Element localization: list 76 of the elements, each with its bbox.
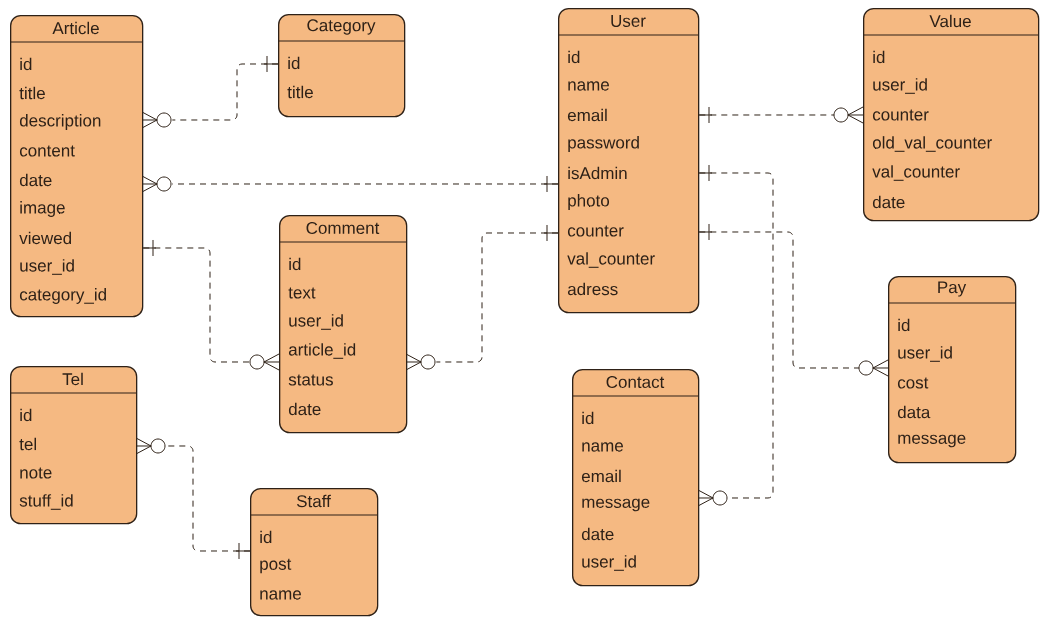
field-name: user_id bbox=[20, 259, 74, 275]
field-name: id bbox=[260, 530, 272, 544]
relationship-line bbox=[697, 223, 889, 377]
entity-table bbox=[9, 366, 138, 525]
field-name: title bbox=[19, 86, 45, 100]
table-title: Article bbox=[52, 21, 99, 35]
field-name: counter bbox=[872, 109, 929, 121]
table-title: Contact bbox=[606, 375, 665, 388]
field-name: old_val_counter bbox=[872, 136, 992, 152]
field-name: password bbox=[568, 136, 639, 152]
field-name: tel bbox=[19, 437, 36, 451]
field-name: note bbox=[20, 467, 52, 479]
field-name: val_counter bbox=[872, 165, 960, 181]
relationship-line bbox=[697, 106, 864, 124]
table-title: Tel bbox=[62, 372, 83, 386]
field-name: article_id bbox=[288, 343, 356, 359]
field-name: date bbox=[872, 195, 905, 209]
field-name: id bbox=[873, 50, 885, 64]
field-name: content bbox=[19, 145, 75, 157]
table-title: Value bbox=[929, 14, 971, 28]
field-name: date bbox=[288, 402, 321, 416]
relationship-line bbox=[141, 175, 559, 193]
field-name: counter bbox=[567, 225, 624, 237]
field-name: adress bbox=[567, 282, 618, 296]
relationship-line bbox=[141, 55, 279, 129]
field-name: id bbox=[288, 56, 300, 70]
field-name: cost bbox=[897, 377, 929, 389]
field-name: user_id bbox=[582, 555, 636, 571]
field-name: id bbox=[568, 50, 580, 64]
field-name: email bbox=[581, 469, 621, 483]
field-name: image bbox=[20, 201, 65, 217]
entity-table bbox=[571, 369, 700, 587]
table-title: User bbox=[611, 15, 646, 27]
field-name: photo bbox=[568, 194, 610, 210]
field-name: data bbox=[897, 405, 931, 419]
field-name: description bbox=[19, 114, 101, 130]
entity-table bbox=[9, 15, 144, 318]
field-name: date bbox=[19, 173, 52, 187]
entity-table bbox=[277, 14, 406, 118]
entity-table bbox=[278, 215, 408, 434]
field-name: id bbox=[898, 318, 910, 332]
field-name: val_counter bbox=[567, 252, 655, 268]
entity-table bbox=[557, 8, 700, 314]
table-title: Pay bbox=[938, 281, 967, 297]
field-name: date bbox=[581, 527, 614, 541]
table-title: Category bbox=[307, 19, 376, 35]
relationship-line bbox=[141, 239, 280, 371]
field-name: name bbox=[260, 590, 301, 600]
relationship-line bbox=[697, 164, 774, 507]
field-name: stuff_id bbox=[19, 494, 73, 510]
entity-table bbox=[862, 8, 1040, 222]
field-name: id bbox=[582, 411, 594, 425]
field-name: id bbox=[20, 408, 32, 422]
field-name: post bbox=[260, 558, 292, 574]
table-title: Comment bbox=[306, 221, 380, 234]
field-name: viewed bbox=[19, 231, 71, 245]
field-name: email bbox=[567, 108, 607, 122]
field-name: isAdmin bbox=[568, 166, 627, 180]
field-name: name bbox=[568, 81, 609, 91]
field-name: id bbox=[20, 57, 32, 71]
field-name: category_id bbox=[19, 288, 106, 304]
field-name: id bbox=[289, 257, 301, 271]
entity-table bbox=[887, 276, 1017, 464]
relationship-line bbox=[405, 224, 559, 371]
field-name: user_id bbox=[898, 346, 952, 362]
relationship-line bbox=[135, 437, 251, 560]
field-name: message bbox=[898, 434, 966, 448]
field-name: user_id bbox=[873, 78, 927, 94]
field-name: text bbox=[288, 287, 316, 299]
field-name: status bbox=[288, 374, 333, 386]
field-name: message bbox=[582, 498, 650, 512]
table-title: Staff bbox=[296, 494, 331, 508]
field-name: name bbox=[582, 442, 623, 452]
field-name: user_id bbox=[289, 314, 343, 330]
entity-table bbox=[249, 488, 379, 617]
field-name: title bbox=[287, 85, 313, 99]
